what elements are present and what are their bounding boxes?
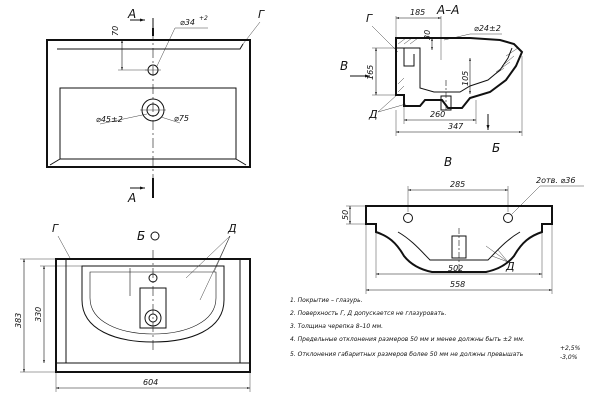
- note-5: 5. Отклонения габаритных размеров более …: [290, 351, 524, 358]
- section-view: А–А 185 ⌀24±2 30: [340, 3, 524, 155]
- dim-185: 185: [410, 8, 425, 17]
- view-label-v: В: [340, 59, 348, 73]
- dim-260: 260: [430, 110, 445, 119]
- dim-holes-36: 2отв. ⌀36: [536, 176, 575, 185]
- dim-70: 70: [111, 26, 120, 36]
- dim-drain-75: ⌀75: [174, 114, 189, 123]
- rear-hole-left: [403, 213, 413, 223]
- section-title: А–А: [436, 3, 459, 17]
- dim-502: 502: [448, 264, 463, 273]
- top-view: А А 70 ⌀34 +2 Г ⌀45±2 ⌀75: [46, 7, 265, 205]
- section-bowl: [404, 47, 513, 93]
- notes: 1. Покрытие – глазурь. 2. Поверхность Г,…: [290, 297, 581, 361]
- surface-g-section: Г: [366, 12, 373, 25]
- dim-50: 50: [341, 210, 350, 220]
- view-label-b2: Б: [137, 229, 145, 243]
- top-view-bowl: [59, 87, 237, 160]
- surface-g-bottom: Г: [52, 222, 59, 235]
- dim-30: 30: [423, 30, 432, 40]
- dim-hole-24: ⌀24±2: [474, 24, 501, 33]
- top-view-outline: [46, 39, 251, 168]
- note-3: 3. Толщина черепка 8–10 мм.: [290, 323, 383, 330]
- dim-drain-45: ⌀45±2: [96, 115, 123, 124]
- surface-g-top: Г: [258, 8, 265, 21]
- rear-outline: [365, 205, 553, 273]
- surface-d-section: Д: [368, 108, 378, 121]
- note-5-tol-minus: -3,0%: [560, 354, 578, 361]
- dim-604: 604: [143, 378, 158, 387]
- dim-hole-34: ⌀34: [180, 18, 195, 27]
- surface-d-back: Д: [505, 260, 515, 273]
- note-5-tol-plus: +2,5%: [560, 345, 581, 352]
- cut-label-top: А: [127, 7, 136, 21]
- note-1: 1. Покрытие – глазурь.: [290, 297, 363, 304]
- note-2: 2. Поверхность Г, Д допускается не глазу…: [290, 310, 447, 317]
- rear-view: В 285 2отв. ⌀36 50 502 558 Д: [341, 155, 584, 294]
- view-label-b: Б: [492, 141, 500, 155]
- surface-d-bottom: Д: [227, 222, 237, 235]
- rear-hole-right: [503, 213, 513, 223]
- front-view: Б Г Д 383 330 604: [14, 222, 251, 392]
- section-hatching: [397, 37, 519, 93]
- dim-347: 347: [448, 122, 464, 131]
- dim-165: 165: [366, 65, 375, 80]
- dim-558: 558: [450, 280, 465, 289]
- dim-285: 285: [450, 180, 465, 189]
- top-view-rim: [57, 43, 244, 50]
- dim-383: 383: [14, 313, 23, 328]
- dim-hole-34-tol: +2: [199, 15, 208, 22]
- dim-105: 105: [461, 71, 470, 86]
- dim-330: 330: [34, 307, 43, 322]
- view-label-v2: В: [444, 155, 452, 169]
- note-4: 4. Предельные отклонения размеров 50 мм …: [290, 336, 525, 343]
- cut-label-bottom: А: [127, 191, 136, 205]
